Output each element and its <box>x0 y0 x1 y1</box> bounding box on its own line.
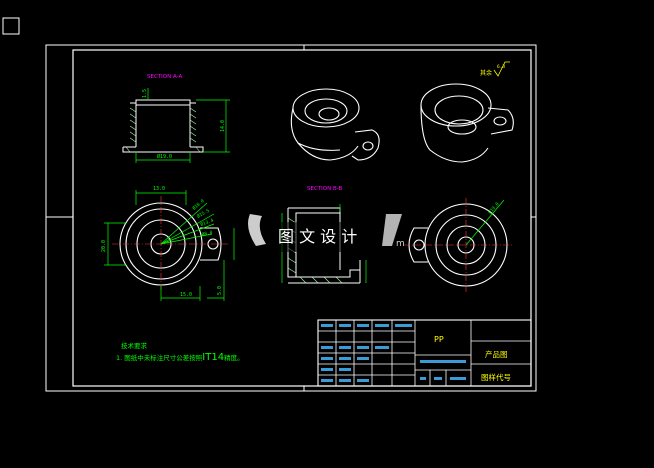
notes-line-1-prefix: 1. 图纸中未标注尺寸公差按照 <box>116 353 203 362</box>
dim-a-bottom: Ø19.0 <box>157 153 172 160</box>
right-dia-leader <box>465 199 505 246</box>
isometric-view-2 <box>420 83 514 163</box>
section-a-view <box>122 99 204 153</box>
dim-front-right: 5.0 <box>217 286 223 295</box>
dim-front-r4: Ø8.0 <box>201 229 213 238</box>
front-dims <box>104 190 235 301</box>
title-block-fields <box>321 324 466 382</box>
dim-a-height: 14.0 <box>220 120 226 132</box>
title-material: PP <box>434 335 444 344</box>
title-block <box>317 319 532 387</box>
right-centerlines <box>404 198 514 292</box>
dim-a-top: 1.5 <box>142 89 148 98</box>
roughness-value: 6.3 <box>497 64 505 70</box>
dim-front-r1: Ø18.0 <box>191 197 206 211</box>
outer-frame <box>45 44 537 392</box>
dim-front-bottom: 15.0 <box>180 292 192 298</box>
inner-frame <box>72 49 532 387</box>
notes-line-1-suffix: 精度。 <box>224 353 244 362</box>
section-a-label: SECTION A-A <box>147 74 182 80</box>
notes-line-1: 1. 图纸中未标注尺寸公差按照IT14精度。 <box>116 352 244 363</box>
watermark-suffix: m <box>396 239 405 249</box>
watermark <box>248 214 402 252</box>
watermark-text: 图 文 设 计 <box>278 227 357 246</box>
title-drawing-name: 产品图 <box>485 349 508 359</box>
dim-front-r3: Ø13.4 <box>199 217 214 228</box>
section-a-hatching <box>125 107 201 153</box>
section-b-label: SECTION B-B <box>307 186 343 192</box>
roughness-symbol <box>493 61 510 77</box>
dim-front-top: 13.0 <box>153 186 165 192</box>
roughness-note: 其余 <box>480 69 492 77</box>
dim-front-left: 20.0 <box>101 240 107 252</box>
window-corner-box[interactable] <box>2 17 20 35</box>
section-a-dims <box>135 88 230 163</box>
notes-line-1-code: IT14 <box>202 352 224 363</box>
dim-right-dia: Ø19.0 <box>486 200 500 215</box>
frame-center-marks <box>46 45 536 391</box>
isometric-view-1 <box>290 88 380 161</box>
title-drawing-number: 图样代号 <box>481 372 511 382</box>
notes-title: 技术要求 <box>121 341 148 350</box>
